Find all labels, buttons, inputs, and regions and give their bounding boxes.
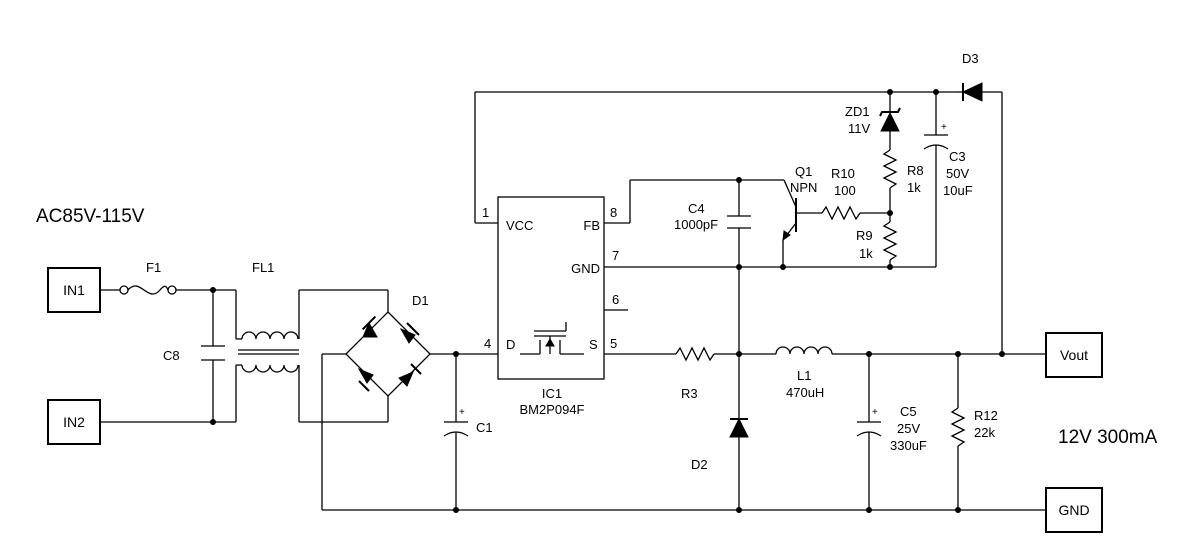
zd1-label: ZD1 bbox=[845, 104, 870, 119]
ic-pin4-name: D bbox=[506, 337, 515, 352]
resistor-r12: R12 22k bbox=[950, 354, 998, 510]
ic-pin5-number: 5 bbox=[610, 336, 617, 351]
ic-pin4-number: 4 bbox=[484, 336, 491, 351]
c5-value: 330uF bbox=[890, 438, 927, 453]
zd1-value: 11V bbox=[848, 121, 870, 136]
bridge-rectifier-d1: D1 bbox=[321, 293, 431, 510]
diode-d3: D3 bbox=[955, 51, 1003, 354]
ic-pin1-name: VCC bbox=[506, 218, 533, 233]
common-mode-choke-fl1: FL1 bbox=[236, 260, 299, 373]
output-rating-label: 12V 300mA bbox=[1058, 427, 1158, 448]
ic1-ref-label: IC1 bbox=[542, 386, 562, 401]
ic-pin8-number: 8 bbox=[610, 205, 617, 220]
l1-label: L1 bbox=[797, 368, 811, 383]
r10-label: R10 bbox=[831, 166, 855, 181]
l1-value: 470uH bbox=[786, 385, 824, 400]
ic-pin8-name: FB bbox=[583, 218, 600, 233]
resistor-r9: R9 1k bbox=[856, 213, 898, 267]
port-in2: IN2 bbox=[47, 399, 101, 445]
capacitor-c8: C8 bbox=[163, 345, 225, 363]
c4-value: 1000pF bbox=[674, 217, 718, 232]
resistor-r10: R10 100 bbox=[821, 166, 893, 221]
r9-label: R9 bbox=[856, 228, 873, 243]
main-rails bbox=[322, 351, 1046, 513]
resistor-r8: R8 1k bbox=[882, 149, 924, 213]
capacitor-c5: + C5 25V 330uF bbox=[856, 354, 927, 510]
ic-pin7-number: 7 bbox=[612, 248, 619, 263]
port-in1: IN1 bbox=[47, 267, 101, 313]
q1-label: Q1 bbox=[795, 164, 812, 179]
c3-polarity: + bbox=[941, 122, 947, 133]
d3-label: D3 bbox=[962, 51, 979, 66]
c3-voltage: 50V bbox=[946, 166, 969, 181]
port-in2-label: IN2 bbox=[63, 414, 85, 430]
f1-label: F1 bbox=[146, 260, 161, 275]
c5-polarity: + bbox=[872, 407, 878, 418]
transistor-q1: Q1 NPN bbox=[782, 164, 822, 267]
c3-value: 10uF bbox=[943, 183, 973, 198]
r9-value: 1k bbox=[859, 246, 873, 261]
ic-pin7-name: GND bbox=[571, 261, 600, 276]
c1-label: C1 bbox=[476, 420, 493, 435]
c5-voltage: 25V bbox=[897, 421, 920, 436]
ic-pin-wiring bbox=[474, 91, 955, 355]
port-gnd-label: GND bbox=[1058, 502, 1089, 518]
c3-label: C3 bbox=[949, 149, 966, 164]
input-wiring bbox=[100, 287, 389, 425]
port-vout-label: Vout bbox=[1060, 347, 1088, 363]
diode-d2: D2 bbox=[691, 354, 749, 510]
port-gnd: GND bbox=[1045, 487, 1103, 533]
r8-value: 1k bbox=[907, 180, 921, 195]
c5-label: C5 bbox=[900, 404, 917, 419]
port-vout: Vout bbox=[1045, 332, 1103, 378]
ic-pin1-number: 1 bbox=[482, 205, 489, 220]
resistor-r3: R3 bbox=[675, 346, 776, 401]
c1-polarity: + bbox=[459, 407, 465, 418]
zener-diode-zd1: ZD1 11V bbox=[845, 89, 901, 150]
ic-pin6-number: 6 bbox=[612, 292, 619, 307]
r8-label: R8 bbox=[907, 163, 924, 178]
r10-value: 100 bbox=[834, 183, 856, 198]
capacitor-c4: C4 1000pF bbox=[674, 180, 751, 354]
ic1-bm2p094f: VCC 1 FB 8 GND 7 6 D 4 S 5 IC1 BM2P094F bbox=[482, 196, 619, 417]
input-voltage-label: AC85V-115V bbox=[36, 206, 145, 227]
capacitor-c3: + C3 50V 10uF bbox=[923, 89, 973, 267]
inductor-l1: L1 470uH bbox=[775, 346, 1046, 400]
q1-type: NPN bbox=[790, 180, 817, 195]
fl1-label: FL1 bbox=[252, 260, 274, 275]
ic-pin5-name: S bbox=[589, 337, 598, 352]
r3-label: R3 bbox=[681, 386, 698, 401]
r12-label: R12 bbox=[974, 408, 998, 423]
fuse-f1: F1 bbox=[119, 260, 177, 295]
ic1-part-label: BM2P094F bbox=[519, 402, 584, 417]
capacitor-c1: + C1 bbox=[443, 354, 493, 510]
d1-label: D1 bbox=[412, 293, 429, 308]
port-in1-label: IN1 bbox=[63, 282, 85, 298]
r12-value: 22k bbox=[974, 425, 995, 440]
c4-label: C4 bbox=[688, 201, 705, 216]
d2-label: D2 bbox=[691, 457, 708, 472]
c8-label: C8 bbox=[163, 348, 180, 363]
